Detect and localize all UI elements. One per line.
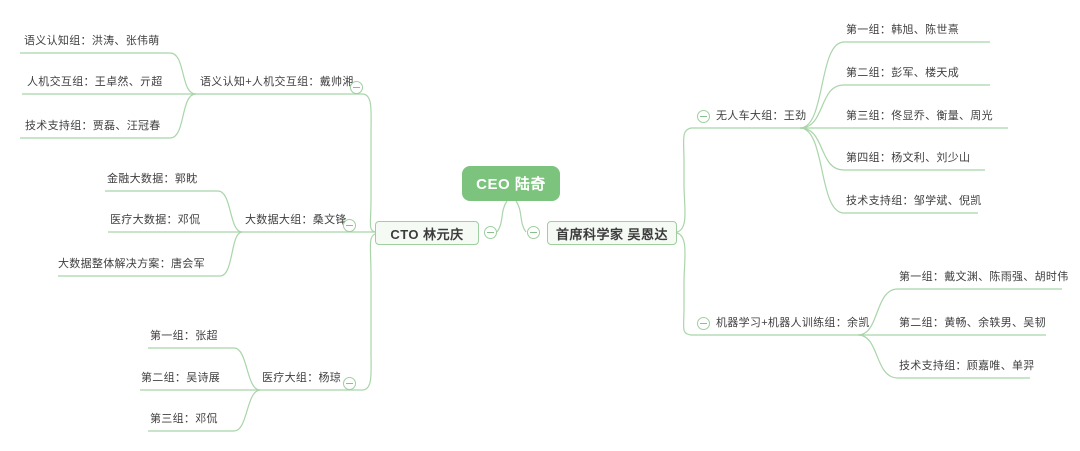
- node-driverless-group-1[interactable]: 第一组：韩旭、陈世熹: [846, 24, 959, 36]
- branch-line: [515, 200, 527, 233]
- node-semantic-cognition-group[interactable]: 语义认知组：洪涛、张伟萌: [24, 35, 160, 47]
- collapse-icon[interactable]: [343, 377, 356, 390]
- node-driverless-lead[interactable]: 无人车大组：王劲: [716, 110, 807, 122]
- collapse-icon[interactable]: [697, 110, 710, 123]
- node-chief-scientist[interactable]: 首席科学家 吴恩达: [547, 221, 677, 245]
- branch-line: [196, 93, 376, 233]
- node-hci-group[interactable]: 人机交互组：王卓然、亓超: [27, 76, 163, 88]
- branch-line: [676, 127, 800, 233]
- node-medical-group-2[interactable]: 第二组：吴诗展: [141, 372, 221, 384]
- node-ml-group-2[interactable]: 第二组：黄畅、余轶男、吴韧: [899, 317, 1046, 329]
- node-tech-support-group-ml[interactable]: 技术支持组：顾嘉唯、单羿: [899, 360, 1035, 372]
- node-semantic-hci-lead[interactable]: 语义认知+人机交互组：戴帅湘: [200, 76, 354, 88]
- node-driverless-group-2[interactable]: 第二组：彭军、楼天成: [846, 67, 959, 79]
- collapse-icon[interactable]: [343, 219, 356, 232]
- node-ml-group-1[interactable]: 第一组：戴文渊、陈雨强、胡时伟: [899, 271, 1069, 283]
- node-medical-lead[interactable]: 医疗大组：杨琼: [262, 372, 342, 384]
- node-medical-bigdata[interactable]: 医疗大数据：邓侃: [110, 214, 201, 226]
- node-bigdata-lead[interactable]: 大数据大组：桑文锋: [245, 214, 347, 226]
- collapse-icon[interactable]: [484, 226, 497, 239]
- node-finance-bigdata[interactable]: 金融大数据：郭眈: [107, 173, 198, 185]
- collapse-icon[interactable]: [350, 81, 363, 94]
- node-ml-robot-lead[interactable]: 机器学习+机器人训练组：余凯: [716, 317, 870, 329]
- branch-line: [496, 200, 508, 233]
- node-medical-group-1[interactable]: 第一组：张超: [150, 330, 218, 342]
- branch-line: [260, 233, 376, 391]
- node-driverless-group-3[interactable]: 第三组：佟显乔、衡量、周光: [846, 110, 993, 122]
- node-root-ceo[interactable]: CEO 陆奇: [462, 166, 560, 201]
- node-driverless-group-4[interactable]: 第四组：杨文利、刘少山: [846, 152, 971, 164]
- collapse-icon[interactable]: [527, 226, 540, 239]
- node-bigdata-solution[interactable]: 大数据整体解决方案：唐会军: [58, 258, 205, 270]
- collapse-icon[interactable]: [697, 317, 710, 330]
- node-cto[interactable]: CTO 林元庆: [375, 221, 479, 245]
- node-tech-support-group-semantic[interactable]: 技术支持组：贾磊、汪冠春: [25, 120, 161, 132]
- node-medical-group-3[interactable]: 第三组：邓侃: [150, 413, 218, 425]
- node-tech-support-group-driverless[interactable]: 技术支持组：邹学斌、倪凯: [846, 195, 982, 207]
